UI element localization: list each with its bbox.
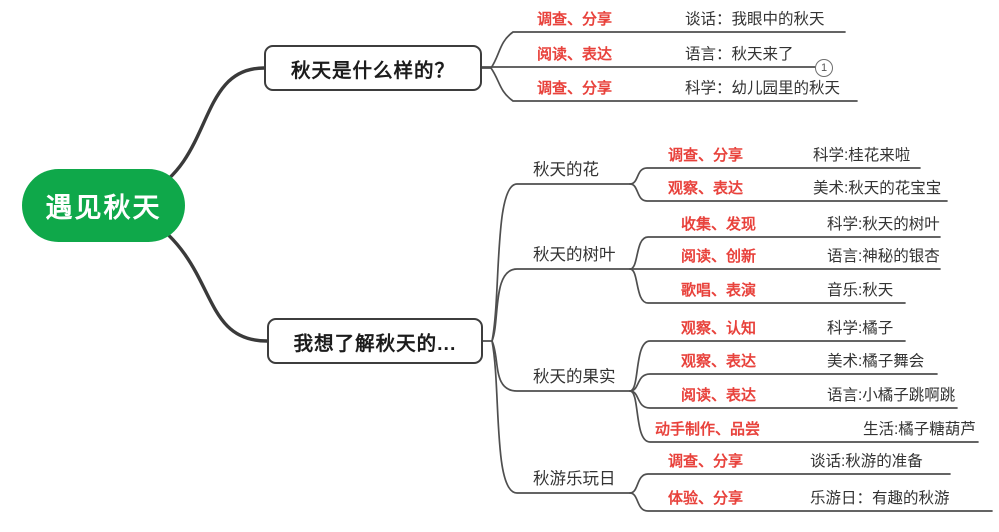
root-branch2-curve [148, 218, 269, 343]
leaf-node[interactable]: 语言:小橘子跳啊跳 [827, 387, 956, 404]
activity-tag[interactable]: 观察、认知 [681, 320, 757, 337]
leaf-node[interactable]: 谈话：我眼中的秋天 [685, 11, 825, 28]
activity-tag[interactable]: 动手制作、品尝 [655, 421, 761, 438]
activity-tag[interactable]: 调查、分享 [668, 147, 744, 164]
leaf-node[interactable]: 科学:秋天的树叶 [827, 216, 940, 233]
activity-tag[interactable]: 调查、分享 [537, 11, 613, 28]
leaf-node[interactable]: 语言：秋天来了 [685, 46, 794, 63]
group-label-leaves[interactable]: 秋天的树叶 [533, 246, 616, 264]
leaf-node[interactable]: 科学:桂花来啦 [813, 147, 911, 164]
activity-tag[interactable]: 阅读、创新 [681, 248, 757, 265]
leaf-node[interactable]: 美术:秋天的花宝宝 [813, 180, 942, 197]
leaf-node[interactable]: 谈话:秋游的准备 [810, 453, 923, 470]
activity-tag[interactable]: 观察、表达 [668, 180, 744, 197]
activity-tag[interactable]: 调查、分享 [668, 453, 744, 470]
leaf-node[interactable]: 音乐:秋天 [827, 282, 894, 299]
root-node[interactable]: 遇见秋天 [22, 169, 185, 242]
activity-tag[interactable]: 阅读、表达 [681, 387, 757, 404]
activity-tag[interactable]: 收集、发现 [681, 216, 757, 233]
leaf-node[interactable]: 生活:橘子糖葫芦 [863, 421, 976, 438]
activity-tag[interactable]: 体验、分享 [668, 490, 744, 507]
activity-tag[interactable]: 阅读、表达 [537, 46, 613, 63]
group-label-outing-day[interactable]: 秋游乐玩日 [533, 470, 616, 488]
badge-circled-1[interactable]: 1 [815, 59, 833, 77]
activity-tag[interactable]: 歌唱、表演 [681, 282, 757, 299]
activity-tag[interactable]: 调查、分享 [537, 80, 613, 97]
branch-node-want-to-know[interactable]: 我想了解秋天的... [267, 318, 483, 364]
leaf-node[interactable]: 科学:橘子 [827, 320, 894, 337]
activity-tag[interactable]: 观察、表达 [681, 353, 757, 370]
leaf-node[interactable]: 美术:橘子舞会 [827, 353, 925, 370]
group-label-fruits[interactable]: 秋天的果实 [533, 368, 616, 386]
branch-node-what-is-autumn[interactable]: 秋天是什么样的？ [264, 45, 482, 91]
leaf-node[interactable]: 乐游日：有趣的秋游 [810, 490, 950, 507]
group-label-flowers[interactable]: 秋天的花 [533, 161, 599, 179]
leaf-node[interactable]: 科学：幼儿园里的秋天 [685, 80, 841, 97]
leaf-node[interactable]: 语言:神秘的银杏 [827, 248, 940, 265]
